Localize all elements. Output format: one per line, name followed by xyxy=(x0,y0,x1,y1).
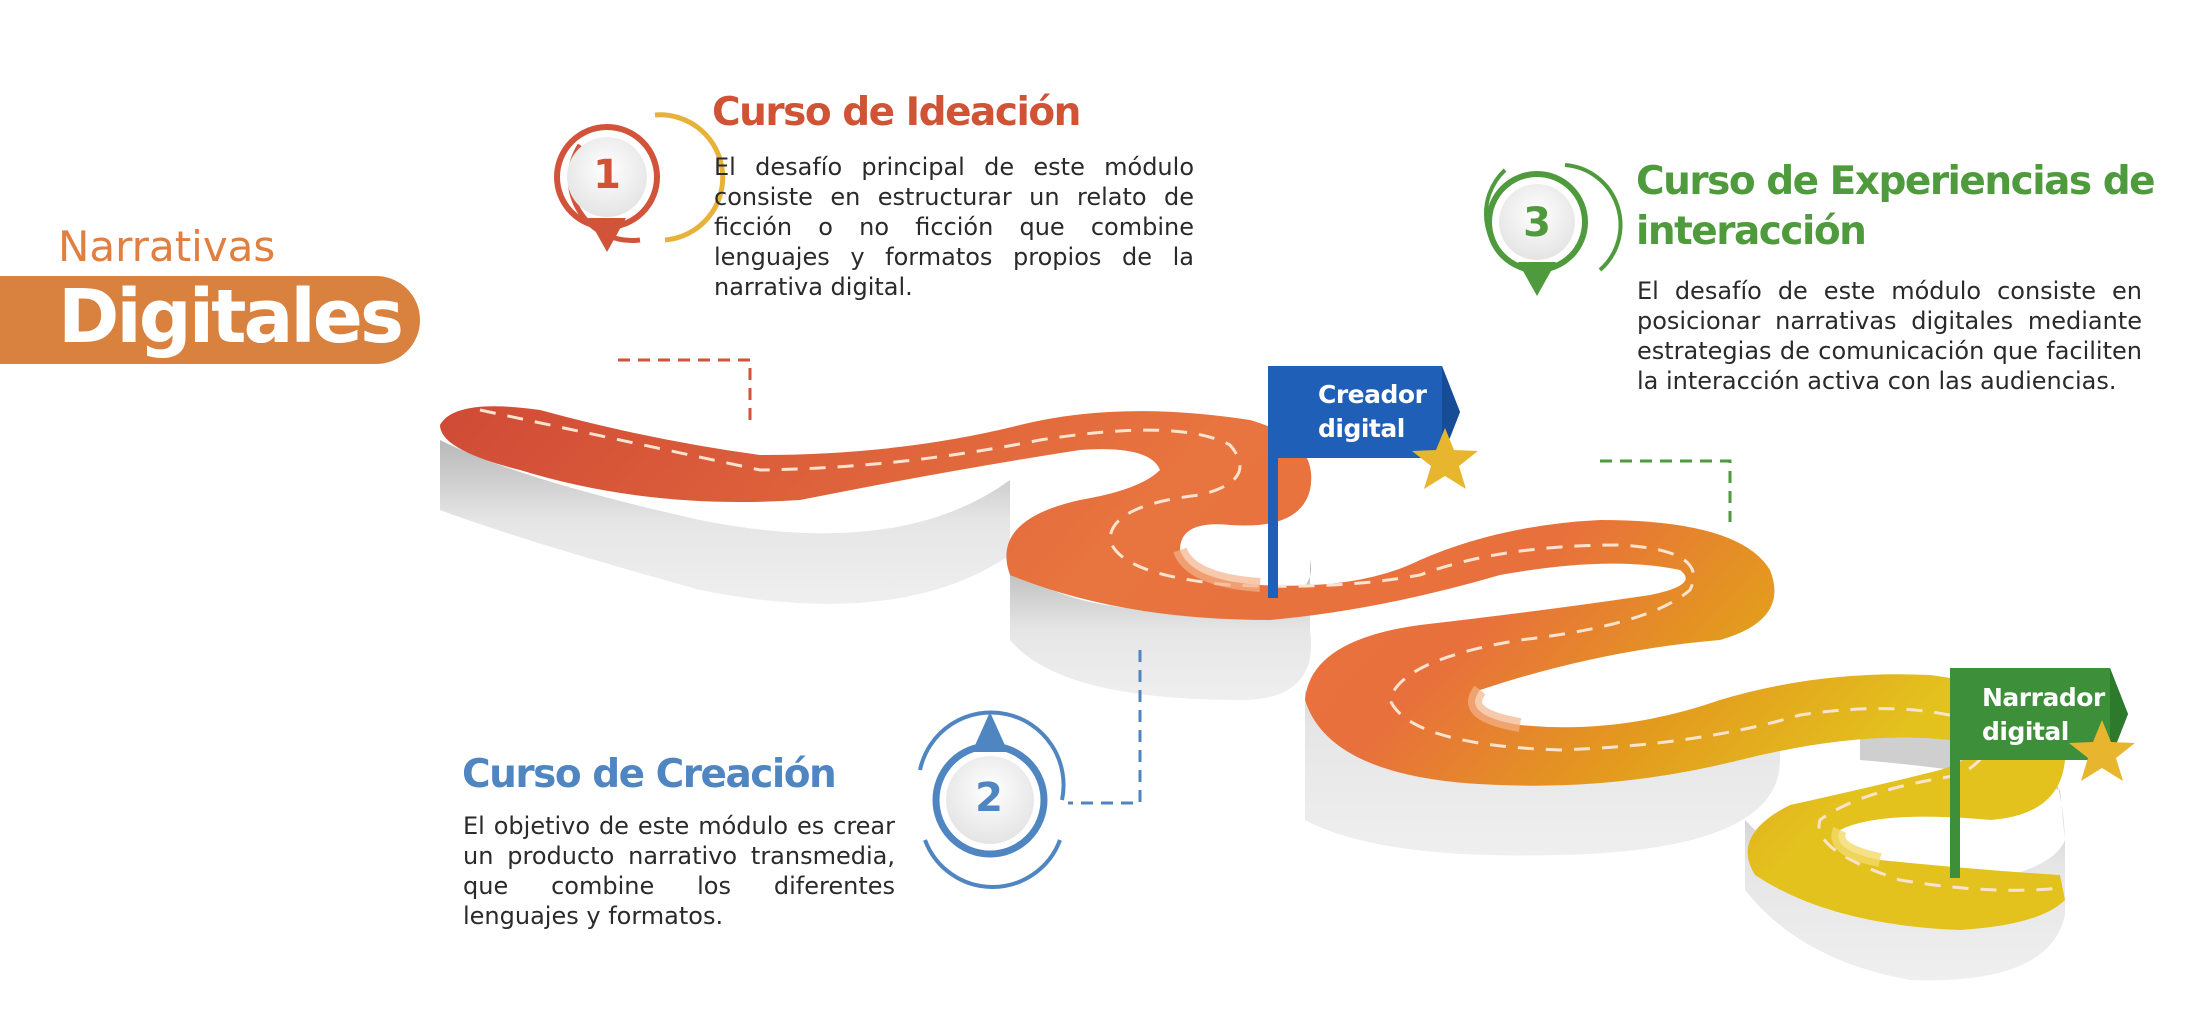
road-surface xyxy=(440,406,2065,930)
connector-1 xyxy=(618,358,752,420)
flag-creador-digital-icon xyxy=(1268,366,1478,598)
header-title: Digitales xyxy=(58,274,404,360)
milestone-creador-label: Creador digital xyxy=(1318,380,1427,443)
module-2-description: El objetivo de este módulo es crear un p… xyxy=(463,812,895,930)
module-1-title: Curso de Ideación xyxy=(712,90,1081,135)
module-3-description: El desafío de este módulo consiste en po… xyxy=(1637,277,2142,395)
module-1-description: El desafío principal de este módulo cons… xyxy=(714,153,1194,301)
module-3-title: Curso de Experiencias de interacción xyxy=(1636,159,2156,254)
header-band xyxy=(0,276,420,364)
connector-3 xyxy=(1600,459,1732,522)
pin-1-icon xyxy=(554,112,726,252)
connector-2 xyxy=(1068,650,1142,805)
flag-narrador-digital-icon xyxy=(1950,668,2135,878)
module-1-number: 1 xyxy=(593,152,621,198)
module-2-title: Curso de Creación xyxy=(462,752,837,797)
star-icon xyxy=(2069,720,2135,781)
header-subtitle: Narrativas xyxy=(58,222,276,271)
milestone-narrador-label: Narrador digital xyxy=(1982,683,2105,746)
star-icon xyxy=(1412,428,1478,489)
module-3-number: 3 xyxy=(1523,200,1551,246)
road-center-line xyxy=(479,408,2061,892)
module-2-number: 2 xyxy=(975,775,1003,821)
pin-2-icon xyxy=(918,710,1066,889)
pin-3-icon xyxy=(1484,163,1623,296)
